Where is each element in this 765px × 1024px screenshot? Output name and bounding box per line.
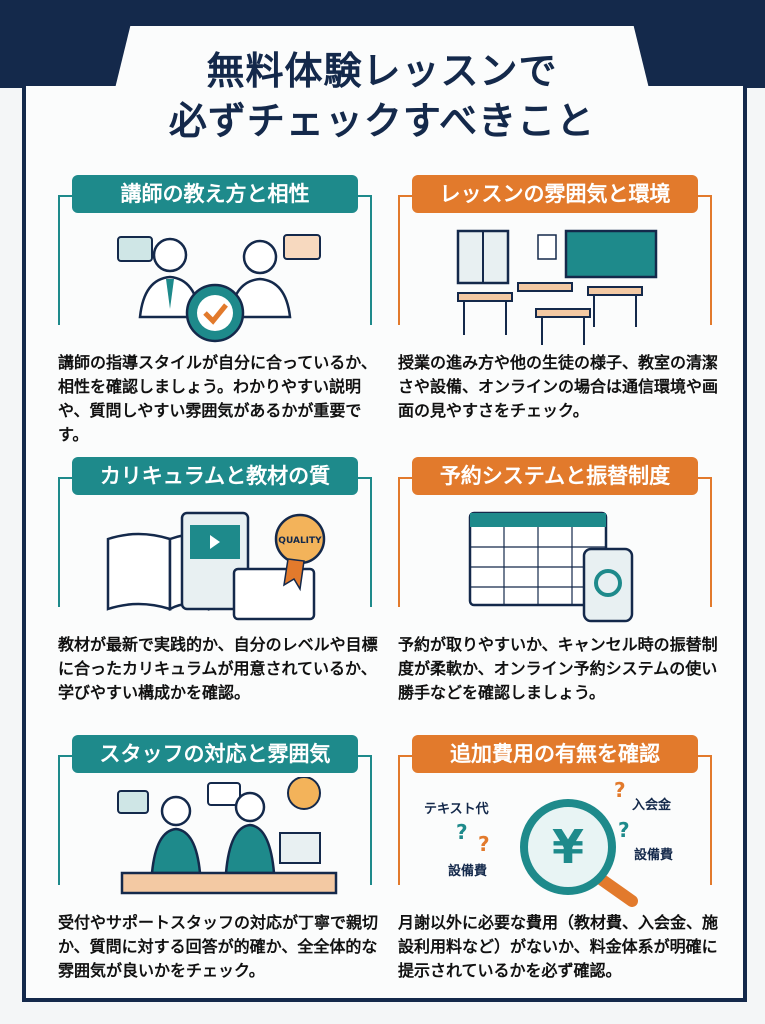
card-teacher: 講師の教え方と相性 講師の指導スタイルが自分に合っているか、相性を確認しましょう…: [58, 175, 377, 444]
card-heading: カリキュラムと教材の質: [72, 457, 358, 495]
card-description: 授業の進み方や他の生徒の様子、教室の清潔さや設備、オンラインの場合は通信環境や画…: [398, 353, 719, 420]
reception-staff-icon: [117, 777, 338, 895]
fee-label: テキスト代: [424, 801, 489, 817]
card-description: 月謝以外に必要な費用（教材費、入会金、施設利用料など）がないか、料金体系が明確に…: [398, 913, 719, 980]
card-heading: レッスンの雰囲気と環境: [412, 175, 698, 213]
card-description: 講師の指導スタイルが自分に合っているか、相性を確認しましょう。わかりやすい説明や…: [58, 353, 377, 444]
card-curriculum: カリキュラムと教材の質 QUALITY 教材が最新で実践的か、自分のレベルや目標…: [58, 457, 378, 707]
fee-label: 設備費: [634, 847, 673, 863]
question-mark: ?: [618, 818, 630, 842]
title-line-1: 無料体験レッスンで: [206, 49, 558, 93]
card-heading: 予約システムと振替制度: [412, 457, 698, 495]
card-description: 受付やサポートスタッフの対応が丁寧で親切か、質問に対する回答が的確か、全全体的な…: [58, 913, 379, 980]
title-tab: [96, 26, 668, 166]
yen-symbol: ¥: [552, 820, 584, 874]
teachers-checkmark-icon: [117, 234, 321, 343]
question-mark: ?: [478, 832, 490, 856]
card-description: 教材が最新で実践的か、自分のレベルや目標に合ったカリキュラムが用意されているか、…: [58, 635, 378, 702]
card-description: 予約が取りやすいか、キャンセル時の振替制度が柔軟か、オンライン予約システムの使い…: [398, 635, 718, 702]
quality-badge-text: QUALITY: [278, 536, 322, 546]
page-title: 無料体験レッスンで 必ずチェックすべきこと: [96, 46, 668, 146]
card-environment: レッスンの雰囲気と環境 授業の進み方や他の生徒の様子、教室の清潔さや設備、オンラ…: [398, 175, 718, 425]
fee-label: 入会金: [632, 797, 672, 813]
question-mark: ?: [456, 820, 468, 844]
calendar-phone-icon: [468, 511, 634, 623]
title-line-2: 必ずチェックすべきこと: [168, 99, 596, 143]
card-reservation: 予約システムと振替制度 予約が取りやすいか、キャンセル時の振替制度が柔軟か、オン…: [398, 457, 718, 707]
question-mark: ?: [614, 778, 626, 802]
textbook-quality-icon: QUALITY: [106, 511, 326, 621]
fee-label: 設備費: [448, 863, 487, 879]
card-heading: 講師の教え方と相性: [72, 175, 358, 213]
card-staff: スタッフの対応と雰囲気 受付やサポートスタッフの対応が丁寧で親切か、質問に対する…: [58, 735, 378, 985]
classroom-icon: [456, 229, 658, 345]
card-heading: 追加費用の有無を確認: [412, 735, 698, 773]
magnifier-yen-icon: ¥ テキスト代 入会金 設備費 設備費 ? ? ? ?: [424, 778, 673, 907]
card-fees: 追加費用の有無を確認 ¥ テキスト代 入会金 設備費 設備費 ? ? ? ? 月…: [398, 735, 718, 985]
card-heading: スタッフの対応と雰囲気: [72, 735, 358, 773]
